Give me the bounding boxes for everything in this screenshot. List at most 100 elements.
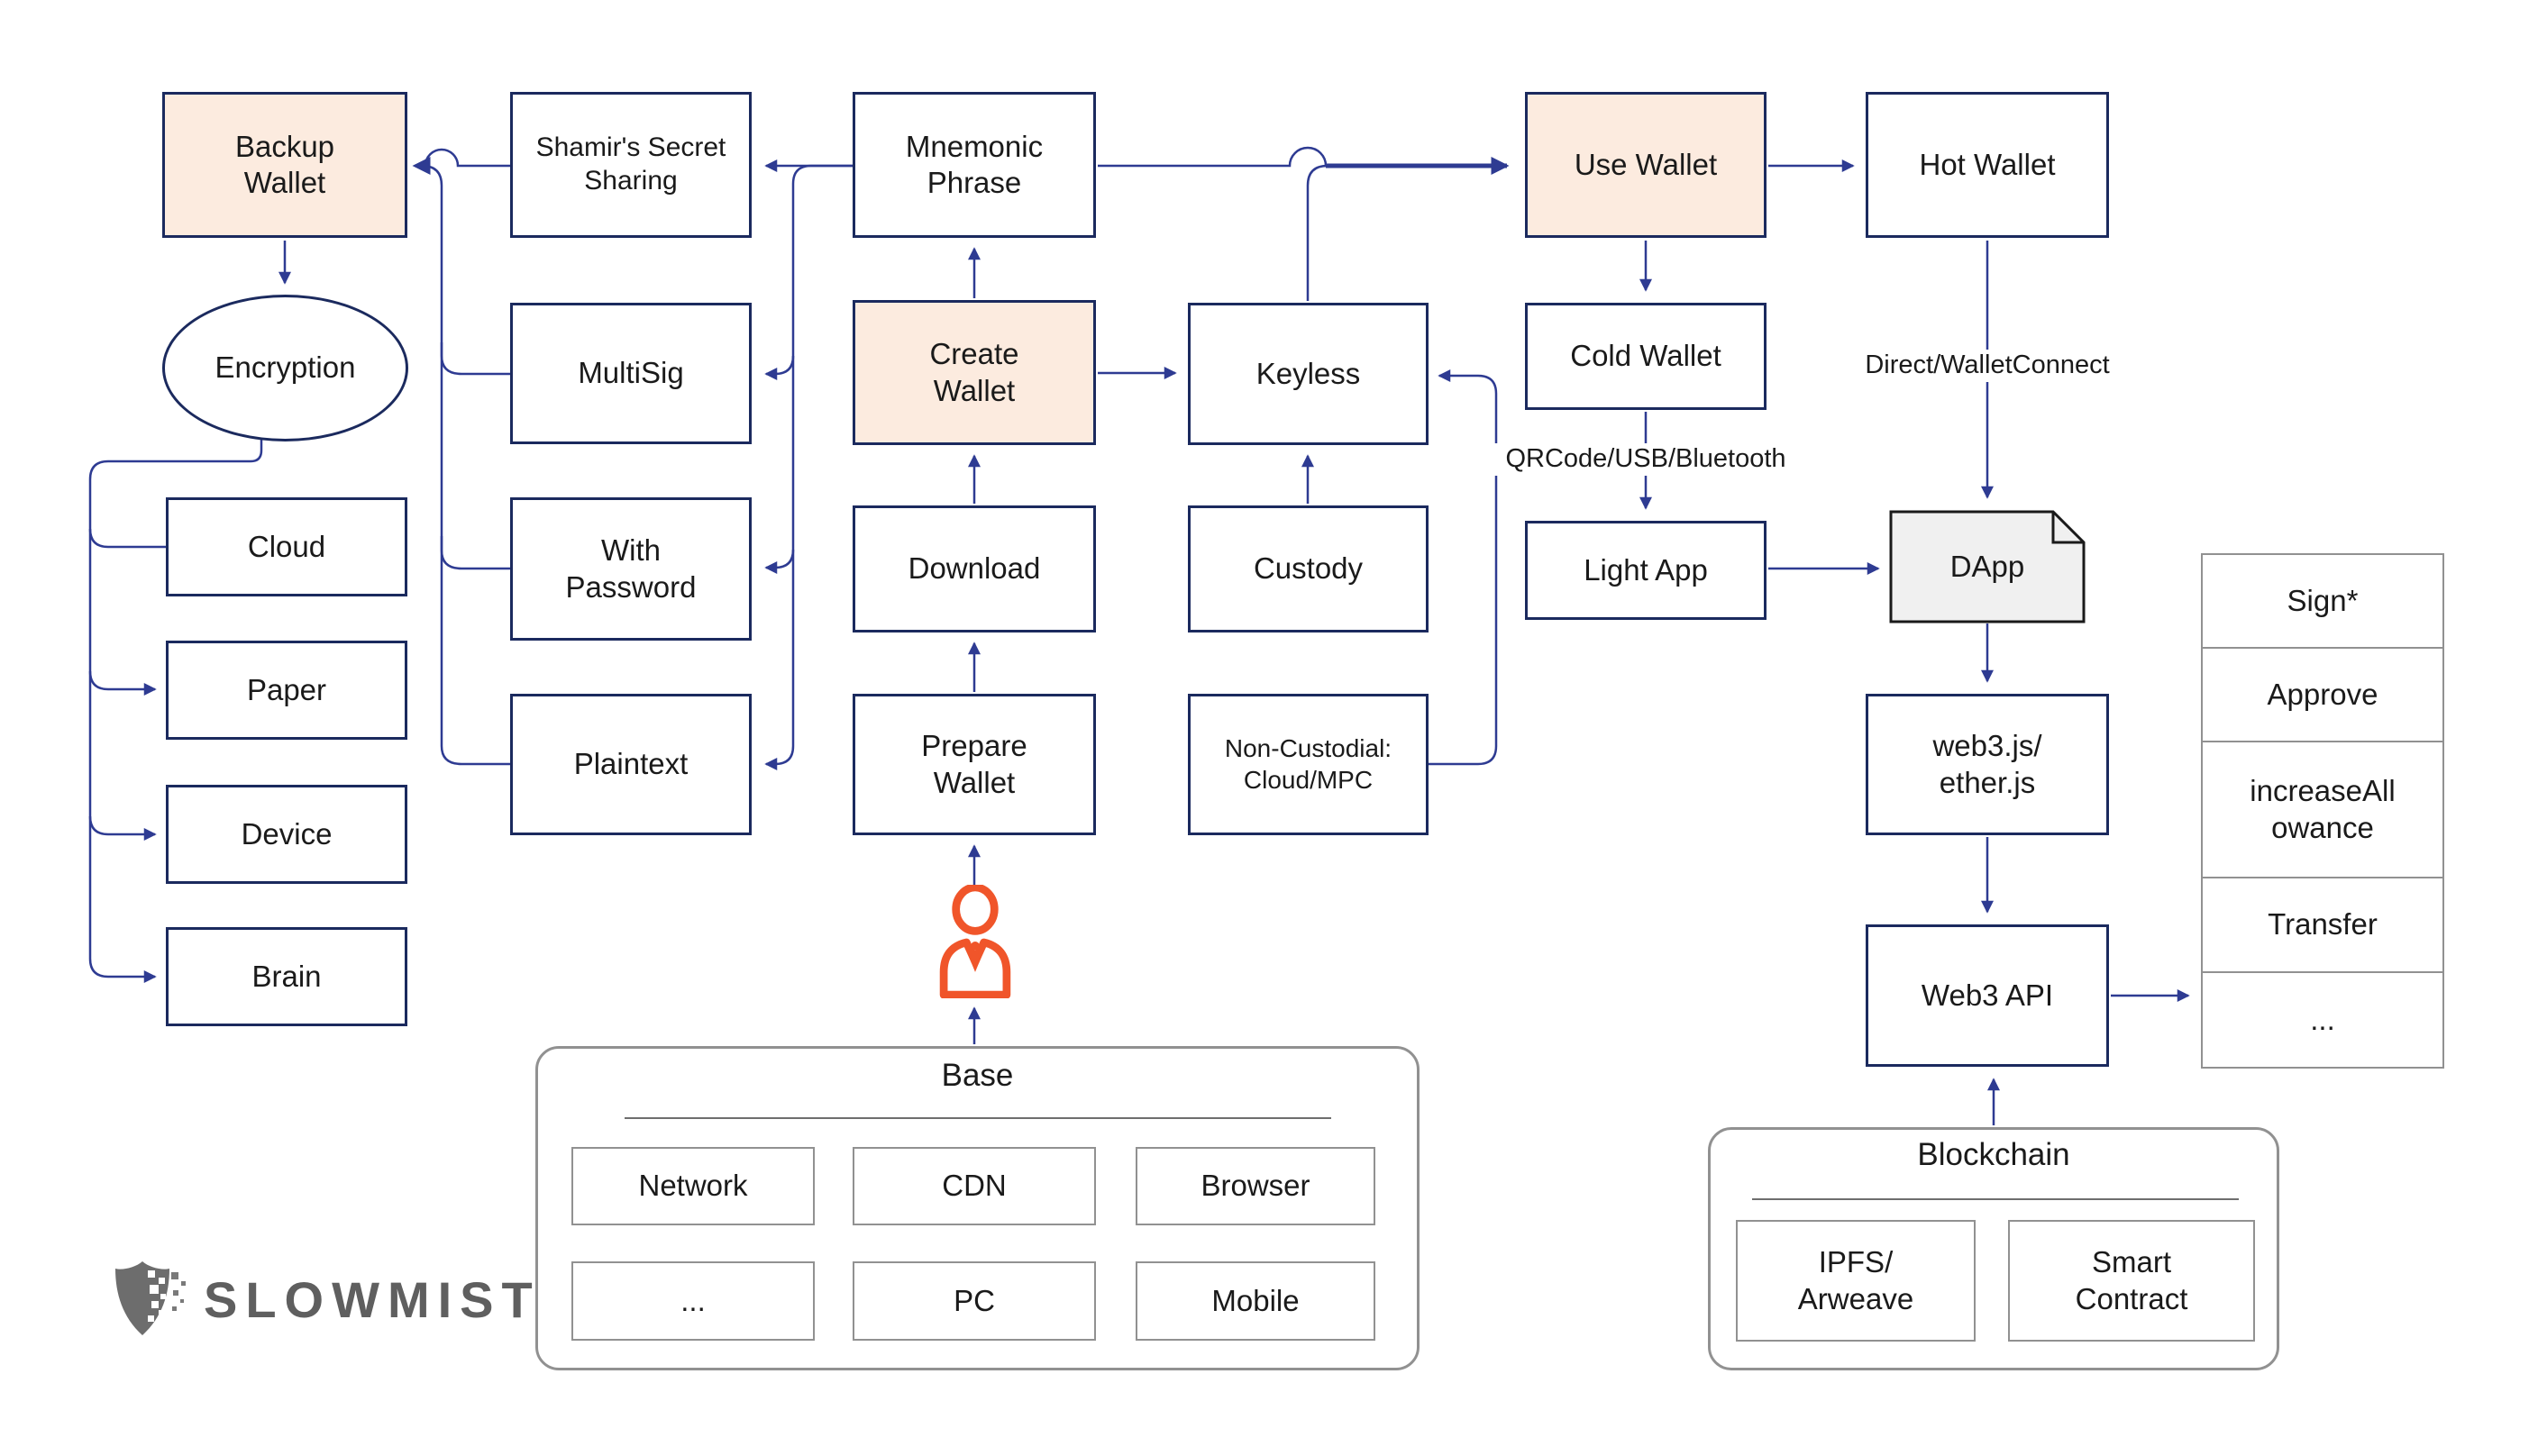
node-paper: Paper [166,641,407,740]
mnemonic-phrase-label: Mnemonic Phrase [905,129,1044,199]
dapp-label: DApp [1949,549,2025,583]
plaintext-label: Plaintext [573,747,689,781]
edge-encryption-to-brain-rail [88,439,263,983]
node-mobile: Mobile [1136,1261,1375,1341]
multisig-label: MultiSig [578,356,684,390]
edge-label-qrcode-usb-bluetooth: QRCode/USB/Bluetooth [1473,443,1819,476]
action-row-ellipsis: ... [2201,971,2444,1069]
action-row-sign: Sign* [2201,553,2444,649]
brain-label: Brain [251,959,322,993]
node-mnemonic-phrase: Mnemonic Phrase [853,92,1096,238]
backup-wallet-label: Backup Wallet [234,129,335,199]
node-ipfs-arweave: IPFS/ Arweave [1736,1220,1976,1342]
prepare-wallet-label: Prepare Wallet [921,729,1027,799]
base-group-underline [625,1117,1331,1119]
node-browser: Browser [1136,1147,1375,1225]
blockchain-group-underline [1752,1198,2239,1200]
action-approve-label: Approve [2267,677,2378,711]
hot-wallet-label: Hot Wallet [1919,147,2056,181]
node-encryption: Encryption [162,295,408,441]
custody-label: Custody [1253,551,1364,586]
device-label: Device [241,816,333,851]
action-sign-label: Sign* [2287,583,2359,617]
with-password-label: With Password [565,533,697,604]
web3-api-label: Web3 API [1921,978,2054,1012]
node-with-password: With Password [510,497,752,641]
edge-rail-to-withpassword [764,549,795,574]
user-icon [930,883,1020,999]
browser-label: Browser [1201,1169,1310,1203]
node-use-wallet: Use Wallet [1525,92,1767,238]
action-ellipsis-label: ... [2310,1002,2335,1036]
base-ellipsis-label: ... [680,1283,706,1317]
node-custody: Custody [1188,505,1429,632]
node-create-wallet: Create Wallet [853,300,1096,445]
non-custodial-label: Non-Custodial: Cloud/MPC [1224,734,1392,794]
smart-contract-label: Smart Contract [2075,1245,2188,1315]
node-smart-contract: Smart Contract [2008,1220,2255,1342]
edge-noncustodial-to-keyless [1429,369,1498,766]
node-dapp: DApp [1891,512,2084,622]
shield-icon [115,1261,186,1335]
node-device: Device [166,785,407,884]
edge-mnemonic-hop [1098,146,1328,168]
edge-keyless-up-merge [1306,164,1328,301]
edge-rail-to-paper [88,670,157,696]
encryption-label: Encryption [215,350,356,385]
slowmist-logo: SLOWMIST [106,1258,541,1341]
mobile-label: Mobile [1211,1283,1300,1317]
blockchain-group-title: Blockchain [1917,1137,2070,1172]
node-hot-wallet: Hot Wallet [1866,92,2109,238]
user-icon-shape [939,883,1011,999]
node-shamirs-secret-sharing: Shamir's Secret Sharing [510,92,752,238]
edge-rail-to-backup [412,157,510,766]
node-cold-wallet: Cold Wallet [1525,303,1767,410]
edge-shamir-to-backup [424,148,510,168]
node-brain: Brain [166,927,407,1026]
edge-rail-to-multisig [764,355,795,380]
node-cloud: Cloud [166,497,407,596]
node-plaintext: Plaintext [510,694,752,835]
web3js-etherjs-label: web3.js/ ether.js [1932,729,2042,799]
light-app-label: Light App [1584,552,1708,587]
ipfs-arweave-label: IPFS/ Arweave [1797,1245,1914,1315]
edge-label-direct-walletconnect: Direct/WalletConnect [1822,350,2152,382]
pc-label: PC [954,1283,995,1317]
create-wallet-label: Create Wallet [929,337,1019,407]
action-transfer-label: Transfer [2268,907,2378,942]
dapp-note-shape [1889,510,2086,623]
node-light-app: Light App [1525,521,1767,620]
base-group-title: Base [941,1058,1014,1093]
shamirs-secret-sharing-label: Shamir's Secret Sharing [535,132,726,196]
keyless-label: Keyless [1255,356,1361,390]
node-base-ellipsis: ... [571,1261,815,1341]
edge-rail-to-cloud [88,528,166,549]
action-row-approve: Approve [2201,647,2444,742]
download-label: Download [908,551,1041,586]
node-non-custodial: Non-Custodial: Cloud/MPC [1188,694,1429,835]
action-row-transfer: Transfer [2201,877,2444,973]
node-download: Download [853,505,1096,632]
node-web3-api: Web3 API [1866,924,2109,1067]
cloud-label: Cloud [247,529,326,563]
node-network: Network [571,1147,815,1225]
node-cdn: CDN [853,1147,1096,1225]
action-row-increaseallowance: increaseAll owance [2201,741,2444,878]
edge-rail-to-device [88,815,157,841]
node-pc: PC [853,1261,1096,1341]
cdn-label: CDN [942,1169,1007,1203]
paper-label: Paper [246,672,327,706]
node-web3js-etherjs: web3.js/ ether.js [1866,694,2109,835]
node-prepare-wallet: Prepare Wallet [853,694,1096,835]
network-label: Network [638,1169,748,1203]
node-backup-wallet: Backup Wallet [162,92,407,238]
cold-wallet-label: Cold Wallet [1570,339,1721,373]
node-keyless: Keyless [1188,303,1429,445]
web3-action-list: Sign* Approve increaseAll owance Transfe… [2201,553,2444,1069]
edge-multisig-to-rail [440,342,510,376]
action-increaseallowance-label: increaseAll owance [2250,774,2396,844]
slowmist-logo-text: SLOWMIST [204,1270,541,1328]
edge-withpassword-to-rail [440,536,510,570]
